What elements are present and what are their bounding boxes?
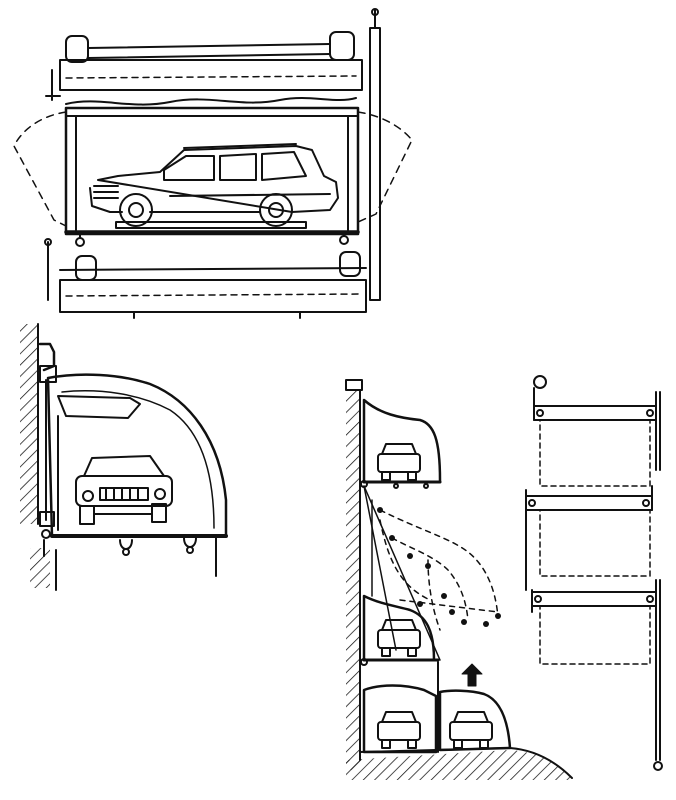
upper-car: [377, 443, 421, 481]
cover-fabric: [65, 97, 357, 106]
car-enclosure-box: [64, 106, 360, 236]
bottom-roller-assembly: [44, 238, 367, 319]
top-roller-assembly: [45, 31, 363, 101]
bottom-right-compartment: [438, 689, 512, 752]
station-wagon-car: [89, 143, 339, 229]
middle-compartment: [362, 594, 436, 662]
lift-wall-hatch: [346, 390, 360, 770]
lift-cables: [363, 485, 441, 661]
stacked-lift-panel: [345, 379, 574, 780]
building-wall-hatch: [20, 324, 38, 524]
frame-level-3: [531, 591, 657, 665]
bottom-left-car: [377, 711, 421, 749]
right-support-pole: [369, 8, 381, 301]
capsule-inner-visor: [57, 395, 141, 419]
right-door-swing-arc: [357, 111, 413, 223]
bottom-right-car: [449, 711, 493, 749]
box-feet: [75, 231, 349, 247]
bottom-left-compartment: [362, 684, 438, 754]
garage-box-panel: [13, 8, 413, 319]
up-arrow-icon: [461, 663, 483, 687]
lift-pivot-dots: [377, 507, 501, 627]
lift-swing-paths: [379, 509, 499, 631]
upper-compartment: [362, 398, 442, 484]
middle-car: [377, 619, 421, 657]
pulley-wheel: [533, 375, 547, 389]
wall-hook: [38, 342, 56, 372]
wall-capsule-panel: [20, 323, 228, 591]
frame-level-1: [533, 405, 657, 487]
compact-car-front: [75, 455, 173, 525]
lift-ground-hatch: [346, 750, 574, 780]
ground-wall-hatch: [30, 548, 50, 588]
capsule-rollers: [119, 537, 197, 556]
capsule-shell: [46, 373, 228, 538]
left-door-swing-arc: [13, 111, 67, 227]
frame-schematic-panel: [525, 375, 663, 771]
frame-level-2: [525, 495, 653, 577]
